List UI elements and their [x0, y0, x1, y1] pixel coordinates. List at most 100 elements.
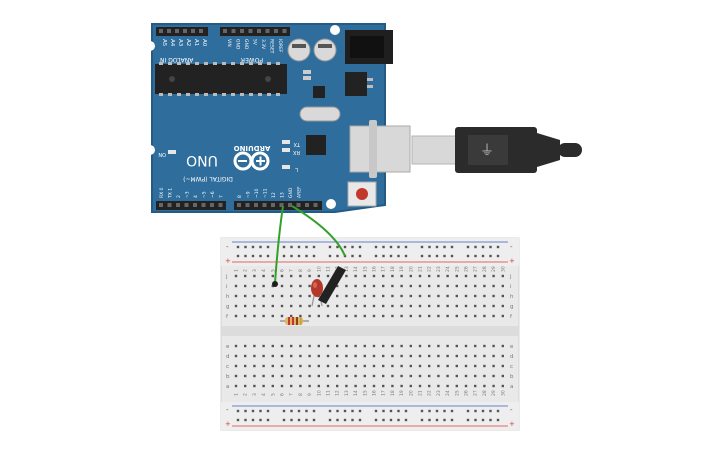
- breadboard-hole[interactable]: [253, 294, 256, 298]
- breadboard-hole[interactable]: [253, 274, 256, 278]
- breadboard-hole[interactable]: [446, 354, 449, 358]
- rail-hole[interactable]: [428, 409, 431, 413]
- breadboard-hole[interactable]: [280, 304, 284, 308]
- rail-hole[interactable]: [496, 409, 500, 413]
- rail-hole[interactable]: [328, 418, 332, 422]
- rail-hole[interactable]: [443, 418, 446, 422]
- breadboard-hole[interactable]: [372, 304, 376, 308]
- breadboard-hole[interactable]: [234, 344, 238, 348]
- breadboard-hole[interactable]: [372, 344, 376, 348]
- breadboard-hole[interactable]: [253, 284, 256, 288]
- breadboard-hole[interactable]: [290, 364, 293, 368]
- breadboard-hole[interactable]: [345, 284, 348, 288]
- rail-hole[interactable]: [328, 245, 332, 249]
- breadboard-hole[interactable]: [446, 294, 449, 298]
- breadboard-hole[interactable]: [299, 374, 302, 378]
- breadboard-hole[interactable]: [474, 304, 477, 308]
- breadboard-hole[interactable]: [244, 354, 247, 358]
- breadboard-hole[interactable]: [437, 374, 440, 378]
- rail-hole[interactable]: [435, 409, 439, 413]
- rail-hole[interactable]: [481, 254, 485, 258]
- breadboard-hole[interactable]: [501, 374, 504, 378]
- header-pin[interactable]: [223, 29, 227, 33]
- breadboard-hole[interactable]: [271, 374, 274, 378]
- breadboard-hole[interactable]: [400, 374, 403, 378]
- breadboard-hole[interactable]: [483, 314, 486, 318]
- breadboard-hole[interactable]: [345, 314, 348, 318]
- breadboard-hole[interactable]: [464, 364, 468, 368]
- breadboard-hole[interactable]: [391, 314, 394, 318]
- breadboard-hole[interactable]: [409, 354, 412, 358]
- breadboard-hole[interactable]: [474, 354, 477, 358]
- breadboard-hole[interactable]: [409, 294, 412, 298]
- breadboard-hole[interactable]: [326, 354, 330, 358]
- breadboard-hole[interactable]: [418, 274, 422, 278]
- rail-hole[interactable]: [374, 245, 378, 249]
- rail-hole[interactable]: [443, 245, 446, 249]
- breadboard-hole[interactable]: [262, 314, 265, 318]
- breadboard-hole[interactable]: [382, 344, 385, 348]
- breadboard-hole[interactable]: [501, 344, 504, 348]
- rail-hole[interactable]: [489, 245, 492, 249]
- power-header[interactable]: [220, 27, 290, 36]
- rail-hole[interactable]: [474, 254, 477, 258]
- breadboard-hole[interactable]: [345, 274, 348, 278]
- breadboard-hole[interactable]: [428, 364, 431, 368]
- rail-hole[interactable]: [290, 418, 293, 422]
- breadboard-holes[interactable]: [234, 245, 504, 422]
- rail-hole[interactable]: [282, 418, 286, 422]
- breadboard-hole[interactable]: [299, 314, 302, 318]
- breadboard-hole[interactable]: [262, 284, 265, 288]
- breadboard-hole[interactable]: [354, 354, 357, 358]
- breadboard-hole[interactable]: [400, 344, 403, 348]
- breadboard-hole[interactable]: [326, 364, 330, 368]
- breadboard-hole[interactable]: [446, 304, 449, 308]
- breadboard-hole[interactable]: [382, 364, 385, 368]
- breadboard-hole[interactable]: [363, 344, 366, 348]
- header-pin[interactable]: [245, 203, 250, 207]
- breadboard-hole[interactable]: [418, 344, 422, 348]
- header-pin[interactable]: [167, 203, 172, 207]
- breadboard-hole[interactable]: [464, 384, 468, 388]
- rail-hole[interactable]: [328, 254, 332, 258]
- breadboard-hole[interactable]: [336, 284, 339, 288]
- breadboard-hole[interactable]: [336, 294, 339, 298]
- breadboard-hole[interactable]: [501, 304, 504, 308]
- breadboard-hole[interactable]: [363, 364, 366, 368]
- rail-hole[interactable]: [236, 254, 240, 258]
- breadboard-hole[interactable]: [418, 284, 422, 288]
- rail-hole[interactable]: [404, 409, 408, 413]
- breadboard-hole[interactable]: [501, 294, 504, 298]
- rail-hole[interactable]: [389, 245, 393, 249]
- breadboard-hole[interactable]: [326, 314, 330, 318]
- rail-hole[interactable]: [374, 409, 378, 413]
- breadboard-hole[interactable]: [234, 284, 238, 288]
- breadboard-hole[interactable]: [409, 284, 412, 288]
- breadboard-hole[interactable]: [363, 354, 366, 358]
- breadboard-hole[interactable]: [317, 354, 320, 358]
- breadboard-hole[interactable]: [492, 304, 495, 308]
- breadboard-hole[interactable]: [244, 304, 247, 308]
- rail-hole[interactable]: [266, 418, 270, 422]
- breadboard-hole[interactable]: [391, 304, 394, 308]
- rail-hole[interactable]: [290, 245, 293, 249]
- rail-hole[interactable]: [244, 409, 247, 413]
- header-pin[interactable]: [279, 203, 284, 207]
- breadboard-hole[interactable]: [280, 314, 284, 318]
- breadboard-hole[interactable]: [464, 314, 468, 318]
- breadboard-hole[interactable]: [372, 374, 376, 378]
- breadboard-hole[interactable]: [262, 354, 265, 358]
- rail-hole[interactable]: [251, 254, 255, 258]
- breadboard-hole[interactable]: [474, 274, 477, 278]
- rail-hole[interactable]: [251, 245, 255, 249]
- breadboard-hole[interactable]: [455, 314, 458, 318]
- breadboard-hole[interactable]: [363, 314, 366, 318]
- rail-hole[interactable]: [251, 418, 255, 422]
- breadboard-hole[interactable]: [234, 274, 238, 278]
- breadboard-hole[interactable]: [409, 274, 412, 278]
- breadboard-hole[interactable]: [418, 304, 422, 308]
- rail-hole[interactable]: [305, 409, 308, 413]
- breadboard-hole[interactable]: [446, 314, 449, 318]
- rail-hole[interactable]: [496, 245, 500, 249]
